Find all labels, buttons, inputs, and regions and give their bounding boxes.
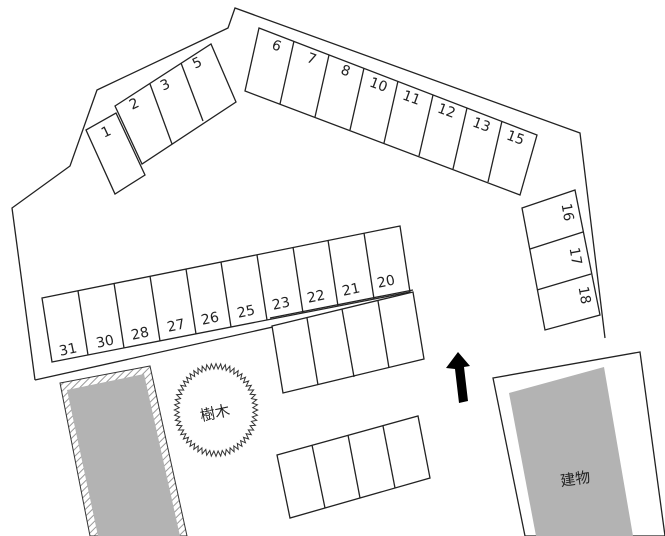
tree-icon [173, 362, 259, 458]
arrow-up-icon [446, 352, 470, 403]
unnumbered-spaces-upper [271, 291, 425, 394]
space-label-26: 26 [200, 309, 221, 328]
space-label-12: 12 [435, 101, 457, 122]
space-label-25: 25 [236, 302, 257, 321]
space-label-20: 20 [376, 272, 397, 291]
tree: 樹木 [173, 362, 259, 458]
space-label-23: 23 [271, 294, 292, 313]
space-label-21: 21 [341, 280, 362, 299]
space-label-10: 10 [367, 75, 389, 96]
tree-label: 樹木 [198, 401, 231, 425]
space-group-16-18: 16 17 18 [521, 189, 601, 331]
parking-space-block-2-5 [114, 43, 237, 165]
space-label-27: 27 [166, 316, 187, 335]
space-label-22: 22 [306, 287, 327, 306]
space-label-18: 18 [575, 285, 594, 305]
parking-space-1[interactable] [85, 112, 146, 195]
space-group-20-31: 31 30 28 27 26 25 23 22 21 20 [41, 225, 414, 363]
space-label-31: 31 [58, 340, 79, 359]
building-label: 建物 [559, 468, 591, 490]
left-structure [59, 365, 188, 536]
space-label-28: 28 [130, 324, 151, 343]
space-label-11: 11 [400, 88, 422, 109]
space-group-1-5: 1 2 3 5 [85, 43, 237, 195]
space-label-16: 16 [558, 202, 577, 222]
unnumbered-spaces-lower [276, 415, 431, 519]
space-label-13: 13 [470, 115, 492, 136]
lot-boundary [11, 7, 606, 381]
building: 建物 [492, 351, 665, 536]
space-label-17: 17 [566, 246, 585, 266]
space-label-30: 30 [95, 332, 116, 351]
space-label-15: 15 [504, 128, 526, 149]
space-group-6-15: 6 7 8 10 11 12 13 15 [244, 27, 538, 196]
